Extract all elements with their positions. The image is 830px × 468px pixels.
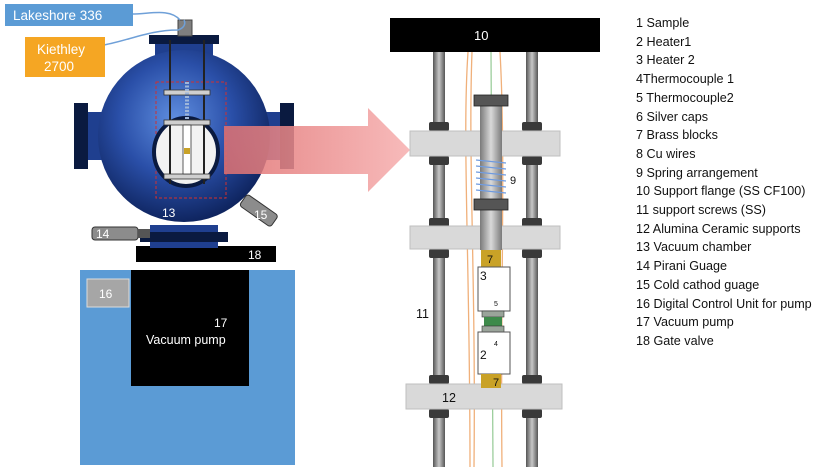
sample [484, 317, 502, 326]
brass-block-top [481, 250, 501, 267]
side-flange-left [74, 103, 88, 169]
legend-item: 9 Spring arrangement [636, 165, 758, 180]
heater-1 [477, 331, 511, 375]
feedthrough-cap [177, 19, 193, 37]
central-tube [480, 100, 502, 250]
vacuum-pump-label: Vacuum pump [146, 333, 226, 347]
legend-item: 13 Vacuum chamber [636, 240, 752, 255]
legend: 1 Sample 2 Heater1 3 Heater 2 4Thermocouple… [636, 14, 826, 351]
label-15: 15 [254, 208, 268, 222]
label-11: 11 [416, 307, 429, 321]
legend-item: 18 Gate valve [636, 333, 714, 348]
legend-item: 3 Heater 2 [636, 53, 695, 68]
vacuum-pump [131, 270, 249, 386]
label-7-bottom: 7 [493, 377, 499, 389]
keithley-label: Kiethley 2700 [37, 42, 89, 74]
silver-cap-top [481, 310, 505, 318]
stage-plate-2 [163, 119, 211, 126]
cable-keithley [103, 19, 186, 46]
label-3: 3 [480, 269, 487, 283]
label-13: 13 [162, 206, 176, 220]
label-2: 2 [480, 348, 487, 362]
label-5: 5 [494, 301, 498, 308]
chamber-flange-lower [140, 232, 228, 242]
label-17: 17 [214, 316, 228, 330]
label-16: 16 [99, 287, 113, 301]
brass-block-bottom [481, 374, 501, 388]
support-flange [390, 18, 600, 52]
alumina-support-3 [405, 383, 563, 410]
lakeshore-label: Lakeshore 336 [13, 8, 102, 23]
legend-item: 16 Digital Control Unit for pump [636, 296, 812, 311]
silver-cap-bottom [481, 325, 505, 333]
legend-item: 10 Support flange (SS CF100) [636, 184, 806, 199]
legend-item: 17 Vacuum pump [636, 315, 734, 330]
spring [475, 159, 507, 194]
screw-nuts [429, 122, 542, 418]
label-4: 4 [494, 341, 498, 348]
legend-item: 11 support screws (SS) [636, 203, 766, 218]
gate-valve [136, 246, 276, 262]
legend-item: 2 Heater1 [636, 34, 692, 49]
zoom-arrow [224, 108, 410, 192]
legend-item: 5 Thermocouple2 [636, 90, 734, 105]
stage-plate-3 [163, 173, 211, 180]
legend-item: 14 Pirani Guage [636, 259, 728, 274]
legend-item: 8 Cu wires [636, 146, 696, 161]
legend-item: 15 Cold cathod guage [636, 277, 760, 292]
label-14: 14 [96, 227, 110, 241]
legend-item: 6 Silver caps [636, 109, 709, 124]
lakeshore-box [5, 4, 133, 26]
chamber-flange-top [149, 35, 219, 44]
cold-cathode-gauge [239, 194, 278, 227]
keithley-box [25, 37, 105, 77]
tube-cap-top [473, 94, 509, 107]
legend-item: 4Thermocouple 1 [636, 72, 735, 87]
cable-lakeshore [131, 11, 181, 21]
label-10: 10 [474, 28, 488, 43]
heater-2 [477, 266, 511, 312]
label-7-top: 7 [487, 254, 493, 266]
digital-control-unit [86, 278, 130, 308]
label-12: 12 [442, 391, 456, 405]
label-18: 18 [248, 248, 262, 262]
legend-item: 12 Alumina Ceramic supports [636, 221, 801, 236]
pirani-gauge [91, 226, 150, 241]
stage-brass [184, 148, 190, 154]
legend-item: 7 Brass blocks [636, 128, 718, 143]
legend-item: 1 Sample [636, 16, 690, 30]
label-9: 9 [510, 175, 516, 187]
tube-cap-mid [473, 198, 509, 211]
